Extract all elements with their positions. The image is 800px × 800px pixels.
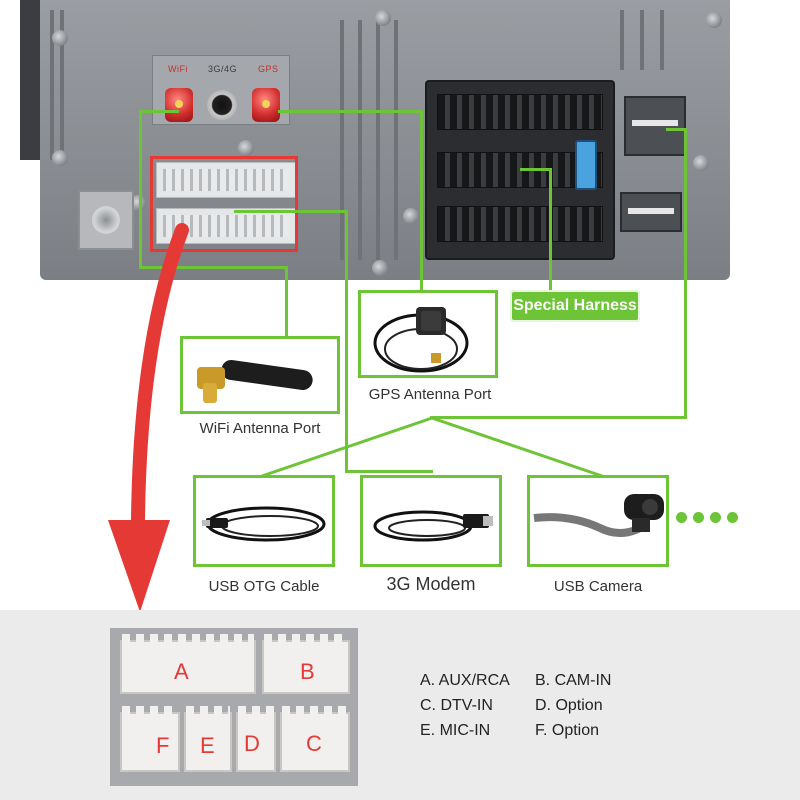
callout-line <box>234 210 348 213</box>
screw <box>52 30 68 46</box>
screw <box>403 208 419 224</box>
legend-item: A. AUX/RCA <box>420 671 510 689</box>
connector-b-block <box>262 634 350 694</box>
connector-label-d: D <box>244 731 260 756</box>
connector-c-block <box>280 706 350 772</box>
ellipsis-dots-icon <box>676 512 738 523</box>
screw <box>372 260 388 276</box>
3g-jack[interactable] <box>207 90 237 120</box>
usb-otg-cable-icon <box>202 506 326 542</box>
special-harness-socket[interactable] <box>425 80 615 260</box>
heatsink-fin <box>358 20 362 260</box>
3g-modem-box <box>360 475 502 567</box>
callout-line <box>345 210 348 472</box>
usb-camera-icon <box>533 494 664 537</box>
connector-label-b: B <box>300 659 315 684</box>
gps-antenna-box <box>358 290 498 378</box>
heatsink-fin <box>340 20 344 260</box>
usb-camera-box <box>527 475 669 567</box>
legend-row: C. DTV-IN D. Option <box>420 693 660 718</box>
red-arrow-icon <box>108 223 189 612</box>
ground-port <box>78 190 134 250</box>
connector-e-block <box>184 706 232 772</box>
usb-fanout-lines <box>261 416 603 478</box>
fuse <box>575 140 597 190</box>
callout-line <box>549 168 552 292</box>
unit-side-shadow <box>20 0 40 160</box>
connector-label-a: A <box>174 659 189 684</box>
callout-line <box>278 110 423 113</box>
screw <box>693 155 709 171</box>
gps-antenna-caption: GPS Antenna Port <box>368 386 492 403</box>
highlighted-connector-box <box>150 156 298 252</box>
callout-line <box>139 110 142 268</box>
callout-line <box>345 470 433 473</box>
wifi-antenna-box <box>180 336 340 414</box>
legend-row: A. AUX/RCA B. CAM-IN <box>420 668 660 693</box>
legend-item: B. CAM-IN <box>535 671 612 689</box>
heatsink-fin <box>640 10 644 70</box>
screw <box>238 140 254 156</box>
callout-line <box>520 168 552 171</box>
3g-modem-caption: 3G Modem <box>386 574 476 594</box>
usb-otg-box <box>193 475 335 567</box>
head-unit-back-panel <box>40 0 730 280</box>
legend-item: F. Option <box>535 721 600 739</box>
connector-label-f: F <box>156 733 170 758</box>
connector-f-block <box>120 706 180 772</box>
wifi-antenna-connector[interactable] <box>165 88 193 122</box>
gps-plate-label: GPS <box>258 64 279 74</box>
connector-label-c: C <box>306 731 322 756</box>
gps-antenna-connector[interactable] <box>252 88 280 122</box>
heatsink-fin <box>660 10 664 70</box>
heatsink-fin <box>50 10 54 160</box>
heatsink-fin <box>620 10 624 70</box>
connector-a-block <box>120 634 256 694</box>
usb-port-upper[interactable] <box>624 96 686 156</box>
usb-otg-caption: USB OTG Cable <box>208 578 320 595</box>
heatsink-fin <box>394 20 398 260</box>
special-harness-badge: Special Harness <box>510 290 640 322</box>
screw <box>52 150 68 166</box>
callout-line <box>139 110 179 113</box>
callout-line <box>684 128 687 418</box>
screw <box>706 12 722 28</box>
legend-item: D. Option <box>535 696 603 714</box>
connector-label-e: E <box>200 733 215 758</box>
callout-line <box>430 416 687 419</box>
usb-camera-caption: USB Camera <box>553 578 643 595</box>
callout-line <box>139 266 287 269</box>
gps-antenna-icon <box>373 307 469 373</box>
screw <box>130 195 146 211</box>
legend-row: E. MIC-IN F. Option <box>420 718 660 743</box>
wifi-plate-label: WiFi <box>168 64 188 74</box>
wifi-antenna-caption: WiFi Antenna Port <box>199 420 321 437</box>
screw <box>375 10 391 26</box>
callout-line <box>420 110 423 290</box>
heatsink-fin <box>60 10 64 160</box>
3g-plate-label: 3G/4G <box>208 64 238 74</box>
callout-line <box>666 128 686 131</box>
wifi-antenna-icon <box>197 359 313 403</box>
legend-item: C. DTV-IN <box>420 696 493 714</box>
3g-modem-cable-icon <box>373 510 493 542</box>
heatsink-fin <box>376 20 380 260</box>
usb-port-lower[interactable] <box>620 192 682 232</box>
legend-item: E. MIC-IN <box>420 721 491 739</box>
connector-legend: A. AUX/RCA B. CAM-IN C. DTV-IN D. Option… <box>420 668 660 743</box>
callout-line <box>285 266 288 338</box>
connector-d-block <box>236 706 276 772</box>
